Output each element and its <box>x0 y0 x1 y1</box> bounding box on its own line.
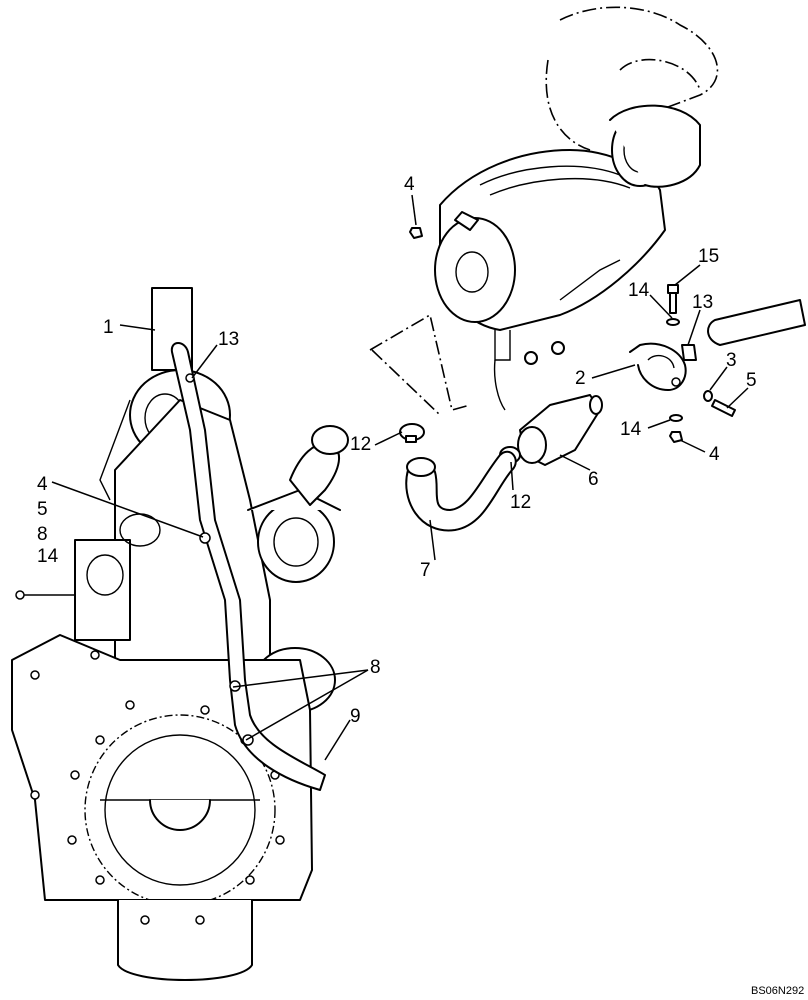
filter-6 <box>517 394 603 466</box>
callout-5-right: 5 <box>746 370 757 391</box>
callout-13-right: 13 <box>692 292 713 313</box>
callout-8-right: 8 <box>370 657 381 678</box>
callout-8-left: 8 <box>37 524 48 545</box>
mounting-band <box>629 342 687 391</box>
hose-7 <box>405 450 517 532</box>
callout-12-upper: 12 <box>350 434 371 455</box>
bolt-15 <box>666 284 680 326</box>
callout-12-lower: 12 <box>510 492 531 513</box>
air-cleaner-assembly <box>434 104 701 411</box>
callout-4-top: 4 <box>404 174 415 195</box>
callout-9: 9 <box>350 706 361 727</box>
callout-6: 6 <box>588 469 599 490</box>
air-intake-phantom <box>369 6 719 416</box>
callout-13-left: 13 <box>218 329 239 350</box>
nut-4-right <box>669 414 683 443</box>
clamp-12-upper <box>399 423 425 443</box>
callout-2: 2 <box>575 368 586 389</box>
nut-4-top <box>409 227 423 239</box>
callout-4-right: 4 <box>709 444 720 465</box>
reference-code: BS06N292 <box>751 985 804 997</box>
callout-5-left: 5 <box>37 499 48 520</box>
callout-3: 3 <box>726 350 737 371</box>
bolt-5-right <box>703 390 736 417</box>
tube-9 <box>170 342 326 791</box>
callout-1: 1 <box>103 317 114 338</box>
callout-15: 15 <box>698 246 719 267</box>
callout-7: 7 <box>420 560 431 581</box>
hose-right <box>707 299 806 346</box>
engine-assembly <box>11 287 349 981</box>
callout-14-left: 14 <box>37 546 59 567</box>
callout-14-bottom: 14 <box>620 419 642 440</box>
fitting-13-right <box>681 344 697 361</box>
leader-lines <box>51 194 749 761</box>
callout-4-left: 4 <box>37 474 48 495</box>
callout-14-top: 14 <box>628 280 650 301</box>
